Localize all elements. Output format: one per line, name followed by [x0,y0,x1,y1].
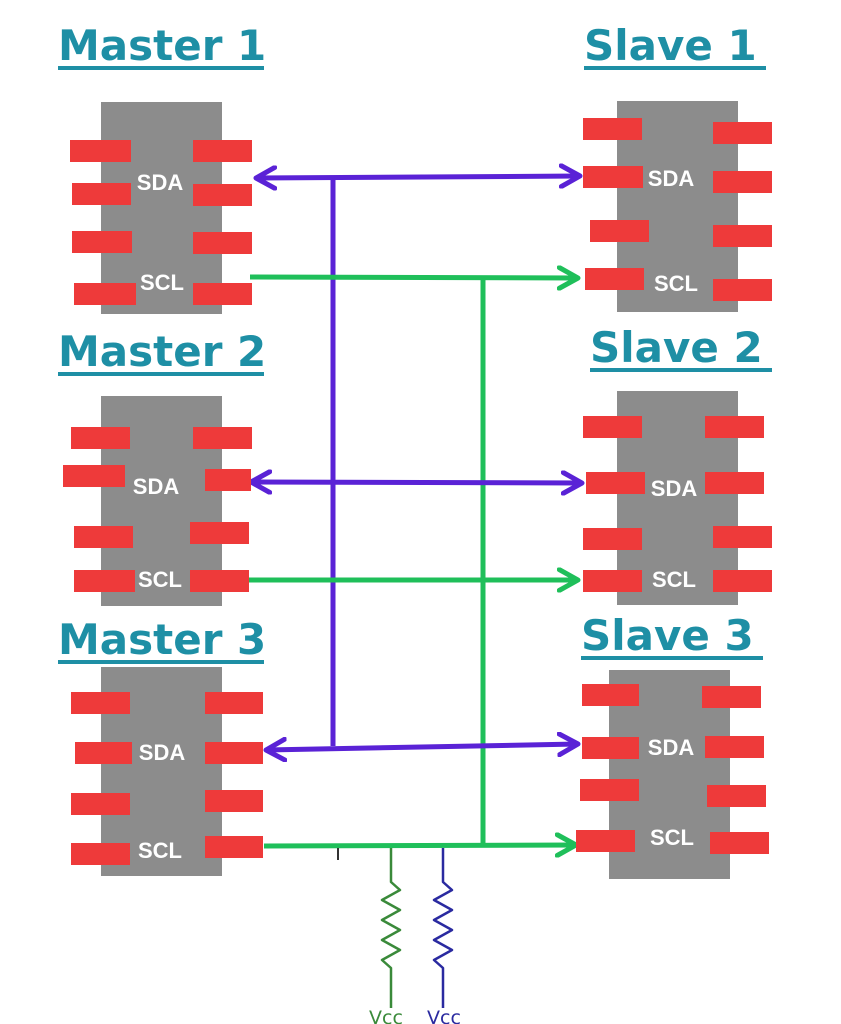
slave-chip-pin [713,279,772,301]
master-chip-pin [74,570,135,592]
master-1-chip: SDA SCL [70,102,252,314]
sda-pin-label: SDA [648,166,695,191]
slave-chip-pin [583,528,642,550]
master-chip-pin [75,742,132,764]
sda-pin-label: SDA [133,474,180,499]
master-chip-pin [70,140,131,162]
green-pull-up-resistor [380,848,402,1008]
slave-chip-pin [582,684,639,706]
blue-pull-up-resistor [432,848,454,1008]
slave-title-underline [590,368,772,372]
master-chip-pin [205,469,251,491]
master-chip-pin [193,140,252,162]
slave-chip-pin [713,526,772,548]
master-chip-body [101,102,222,314]
scl-pin-label: SCL [138,567,182,592]
slave-chip-pin [583,416,642,438]
master-chip-pin [205,790,263,812]
pull-up-resistors: Vcc Vcc [369,848,461,1024]
master-2-chip: SDA SCL [63,396,252,606]
sda-line-row-3 [266,744,578,750]
slave-chip-pin [705,472,764,494]
slave-3-chip: SDA SCL [576,670,769,879]
master-chip-pin [74,526,133,548]
scl-pin-label: SCL [654,271,698,296]
master-chip-pin [63,465,125,487]
bus-lines [248,176,582,860]
slave-chip-pin [707,785,766,807]
slave-1-chip: SDA SCL [583,101,772,312]
slave-chip-pin [710,832,769,854]
master-chip-pin [72,183,131,205]
master-chip-pin [71,843,130,865]
scl-pin-label: SCL [652,567,696,592]
master-chip-pin [71,427,130,449]
master-chip-pin [190,570,249,592]
scl-line-row-3 [263,845,576,846]
master-chip-pin [193,283,252,305]
master-chip-pin [205,692,263,714]
sda-line-row-1 [256,176,580,178]
slave-chip-pin [705,416,764,438]
master-chip-pin [72,231,132,253]
chips: SDA SCL Master 1 SDA SCL Master 2 SDA SCL Master… [58,21,772,879]
master-chip-pin [190,522,249,544]
master-chip-pin [193,184,252,206]
master-chip-pin [71,692,130,714]
master-chip-pin [193,232,252,254]
master-title-underline [58,372,264,376]
slave-title: Slave 3 [581,611,754,660]
slave-chip-pin [582,737,639,759]
slave-chip-pin [702,686,761,708]
slave-chip-pin [590,220,649,242]
master-title: Master 2 [58,327,266,376]
slave-chip-pin [586,472,645,494]
master-chip-pin [71,793,130,815]
slave-chip-pin [576,830,635,852]
slave-chip-pin [713,171,772,193]
slave-chip-pin [705,736,764,758]
vcc-label-left: Vcc [369,1007,403,1024]
scl-line-row-1 [249,277,578,278]
slave-chip-pin [583,118,642,140]
slave-chip-pin [583,570,642,592]
sda-pin-label: SDA [137,170,184,195]
master-title-underline [58,660,264,664]
slave-title: Slave 1 [584,21,757,70]
slave-chip-pin [585,268,644,290]
master-chip-pin [205,742,263,764]
slave-chip-pin [713,225,772,247]
slave-chip-pin [583,166,643,188]
scl-pin-label: SCL [650,825,694,850]
slave-chip-pin [713,570,772,592]
master-title: Master 1 [58,21,266,70]
slave-title-underline [584,66,766,70]
master-title: Master 3 [58,615,266,664]
slave-title-underline [581,656,763,660]
slave-title: Slave 2 [590,323,763,372]
master-chip-pin [74,283,136,305]
master-chip-pin [193,427,252,449]
sda-pin-label: SDA [648,735,695,760]
slave-chip-pin [713,122,772,144]
master-chip-pin [205,836,263,858]
scl-pin-label: SCL [140,270,184,295]
vcc-label-right: Vcc [427,1007,461,1024]
sda-pin-label: SDA [139,740,186,765]
slave-chip-pin [580,779,639,801]
master-3-chip: SDA SCL [71,667,263,876]
slave-2-chip: SDA SCL [583,391,772,605]
sda-line-row-2 [251,482,582,483]
sda-pin-label: SDA [651,476,698,501]
scl-pin-label: SCL [138,838,182,863]
master-title-underline [58,66,264,70]
